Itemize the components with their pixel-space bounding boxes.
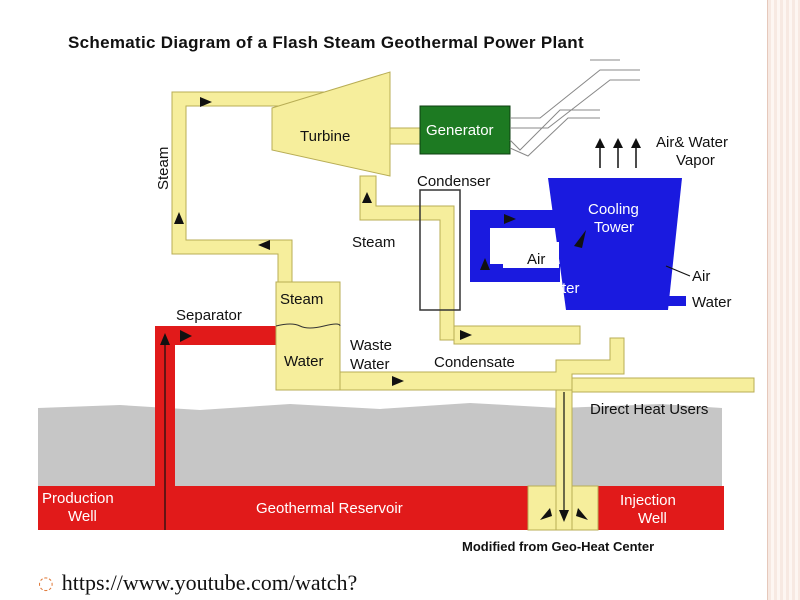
injection-arrow-icon	[559, 510, 569, 522]
injection-arrow-icon	[576, 508, 588, 520]
separator-steam-label: Steam	[280, 291, 323, 308]
production-well-pipe	[155, 326, 276, 530]
separator-level	[275, 323, 341, 329]
injection-well-label-1: Injection	[620, 492, 676, 509]
steam-arrow-icon	[362, 192, 372, 203]
steam-vertical-label: Steam	[155, 147, 172, 190]
footer-link[interactable]: https://www.youtube.com/watch?	[61, 570, 358, 595]
cooling-tower-label-2: Tower	[594, 219, 634, 236]
geothermal-reservoir-band	[38, 486, 724, 530]
air-water-vapor-label-2: Vapor	[676, 152, 715, 169]
air-inner-bg	[503, 242, 559, 268]
direct-heat-users-label: Direct Heat Users	[590, 401, 708, 418]
air-arrow-icon	[574, 230, 586, 248]
geothermal-reservoir-label: Geothermal Reservoir	[256, 500, 403, 517]
production-arrow-icon	[160, 333, 170, 345]
transmission-lines	[509, 59, 640, 157]
waste-arrow-icon	[392, 376, 404, 386]
cooling-arrow-icon	[480, 258, 490, 270]
steam-arrow-icon	[258, 240, 270, 250]
turbine-shaft	[389, 127, 421, 145]
waste-water-label-1: Waste	[350, 337, 392, 354]
air-input-line	[665, 265, 691, 277]
turbine-label: Turbine	[300, 128, 350, 145]
waste-water-pipe	[339, 337, 625, 391]
diagram-credit: Modified from Geo-Heat Center	[462, 539, 654, 554]
production-well-label-1: Production	[42, 490, 114, 507]
injection-well-label-2: Well	[638, 510, 667, 527]
direct-heat-pipe	[571, 377, 755, 393]
cooling-arrow-icon	[504, 214, 516, 224]
ground-layer	[38, 403, 722, 486]
cooling-tower-label-1: Cooling	[588, 201, 639, 218]
diagram-title: Schematic Diagram of a Flash Steam Geoth…	[68, 33, 584, 52]
cooling-tower	[548, 178, 682, 310]
water-tower-label: Water	[540, 280, 579, 297]
condensate-arrow-icon	[460, 330, 472, 340]
water-input-pipe	[660, 296, 686, 306]
vapor-arrows	[595, 138, 641, 168]
air-outer-label: Air	[692, 268, 710, 285]
generator	[419, 105, 511, 155]
steam-arrow-icon	[174, 212, 184, 224]
condensate-pipe	[453, 325, 581, 345]
steam-pipe-to-condenser	[359, 175, 455, 341]
water-right-label: Water	[692, 294, 731, 311]
steam-middle-label: Steam	[352, 234, 395, 251]
separator	[275, 281, 341, 391]
condenser-label: Condenser	[417, 173, 490, 190]
injection-arrow-icon	[540, 508, 552, 520]
production-arrow-icon	[180, 330, 192, 342]
bullet-icon: ◌	[38, 572, 54, 594]
footer-link-row: ◌ https://www.youtube.com/watch?	[38, 570, 357, 596]
steam-arrow-icon	[200, 97, 212, 107]
air-water-vapor-label-1: Air& Water	[656, 134, 728, 151]
waste-water-label-2: Water	[350, 356, 389, 373]
separator-water-label: Water	[284, 353, 323, 370]
production-well-label-2: Well	[68, 508, 97, 525]
air-inner-label: Air	[527, 251, 545, 268]
condenser	[419, 189, 461, 311]
separator-label: Separator	[176, 307, 242, 324]
geothermal-schematic: Schematic Diagram of a Flash Steam Geoth…	[38, 33, 755, 554]
slide-side-stripe	[767, 0, 800, 600]
turbine	[271, 71, 391, 177]
condensate-label: Condensate	[434, 354, 515, 371]
generator-label: Generator	[426, 122, 494, 139]
